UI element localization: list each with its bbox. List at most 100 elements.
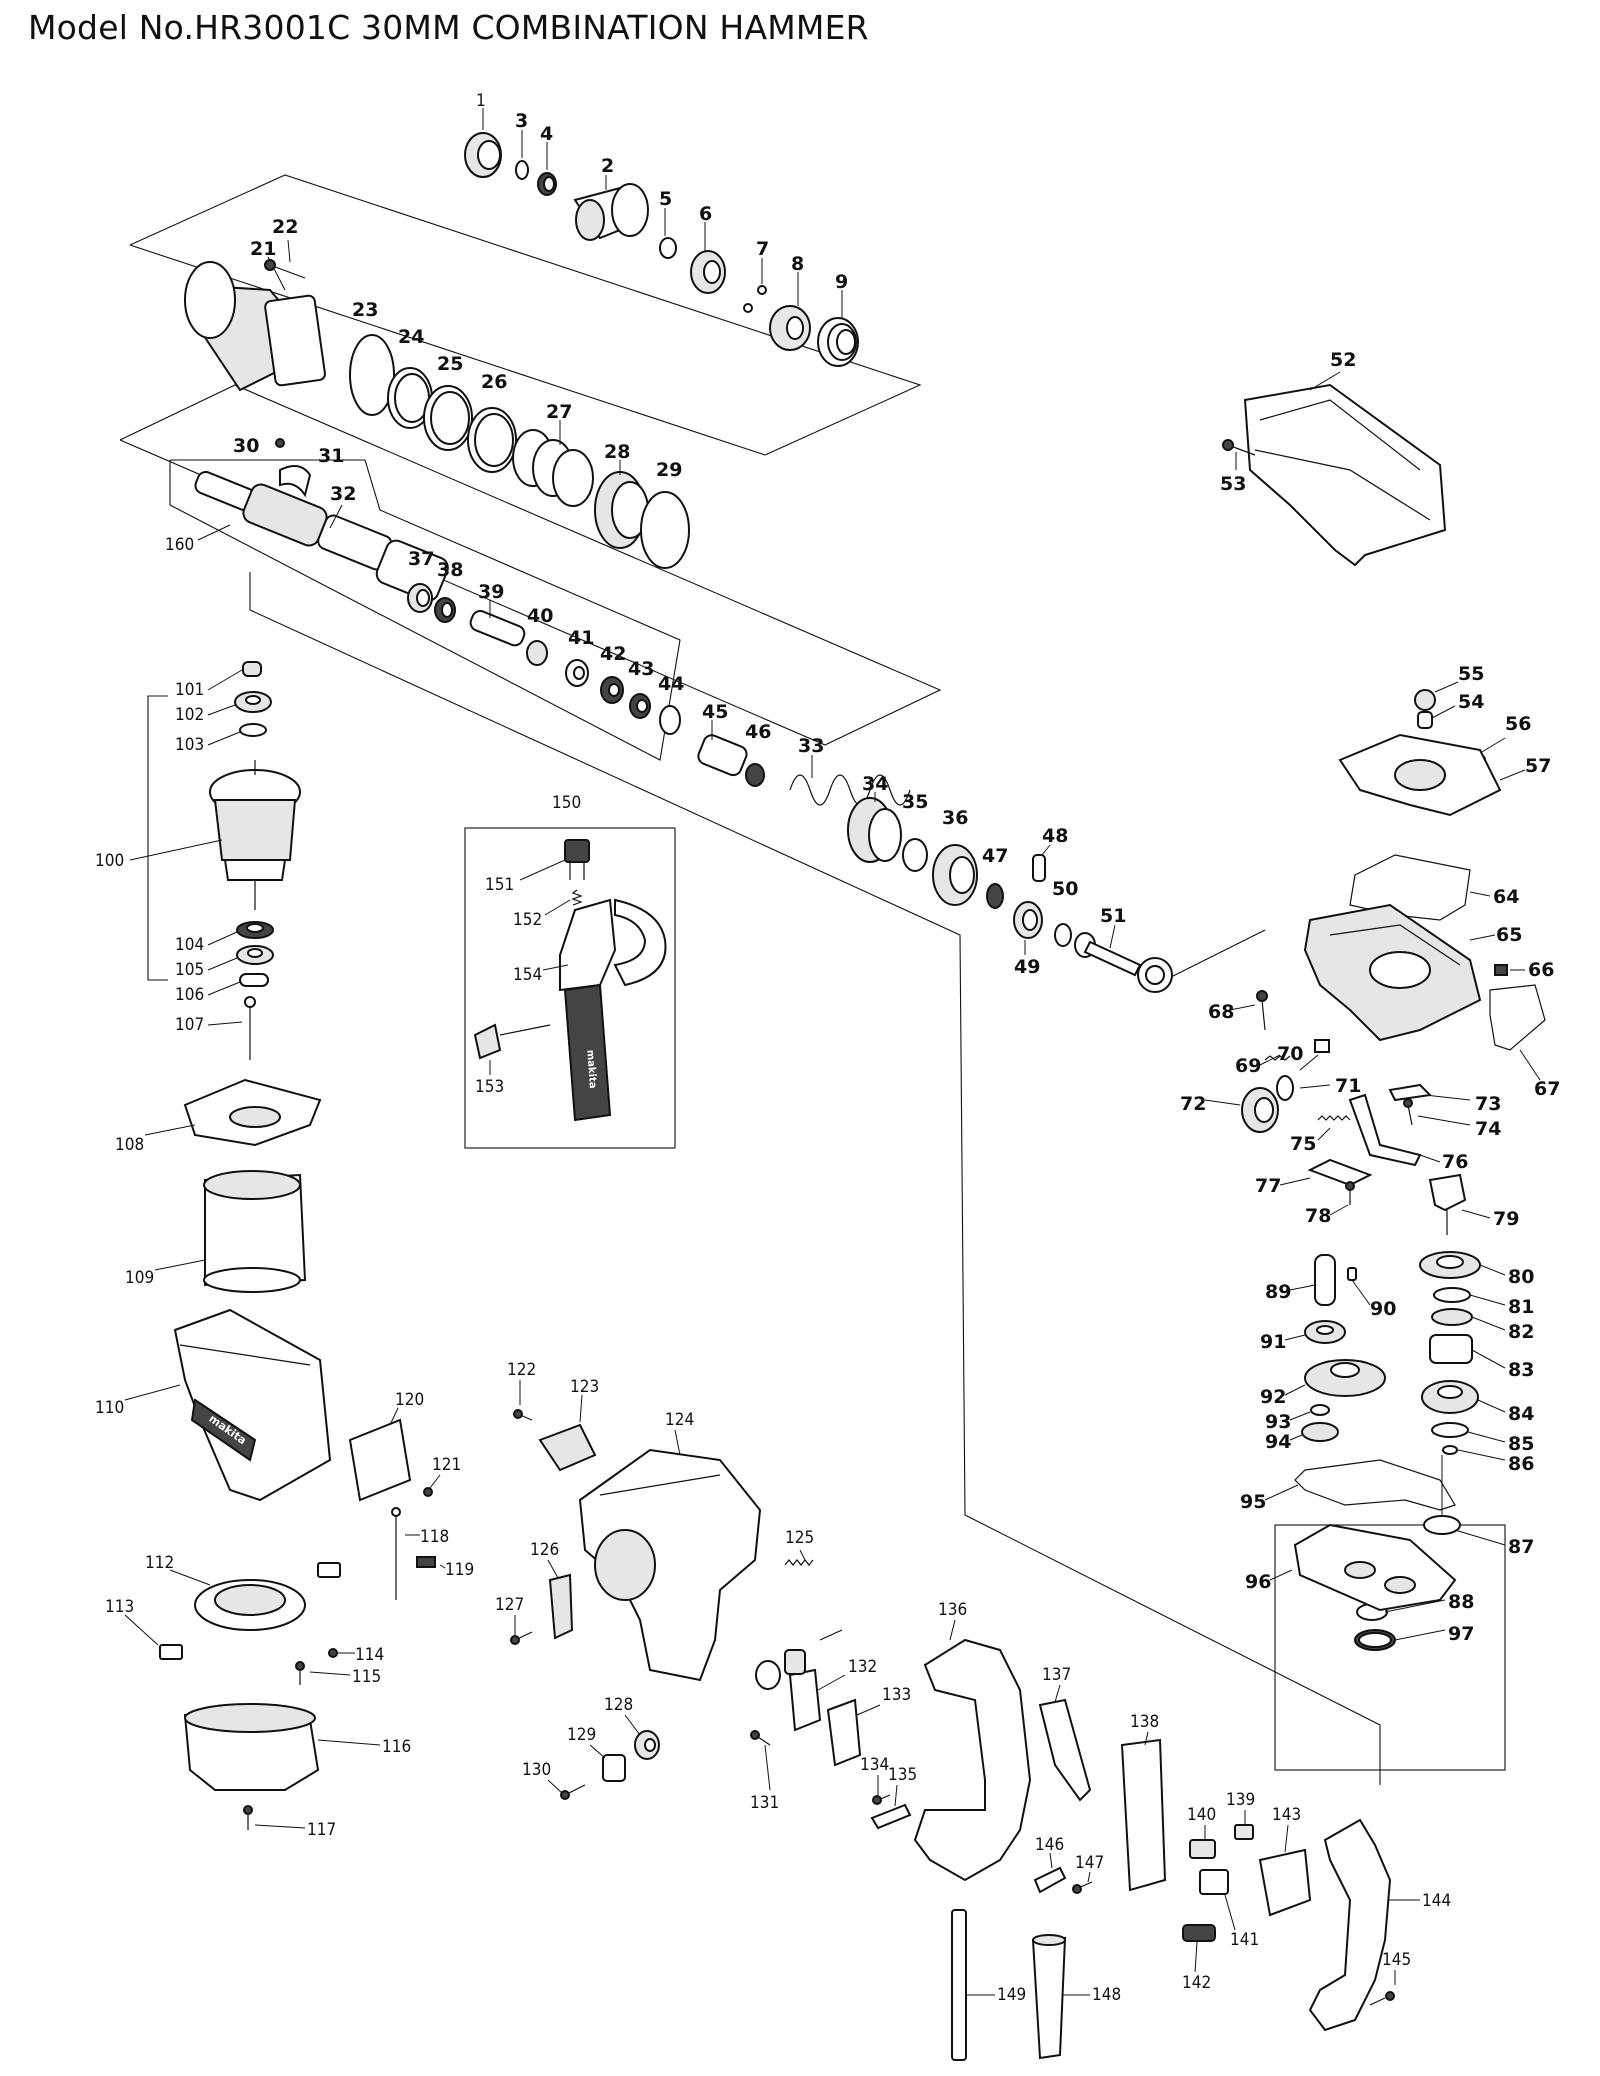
label-21: 21 <box>250 238 276 260</box>
label-130: 130 <box>522 1760 551 1780</box>
part-75-spring <box>1317 1115 1351 1141</box>
label-88: 88 <box>1448 1591 1474 1613</box>
part-119-connector <box>416 1556 446 1569</box>
label-54: 54 <box>1458 691 1484 713</box>
part-57-crank-cover <box>1338 733 1526 817</box>
part-79-gear-shaft <box>1428 1173 1491 1235</box>
label-38: 38 <box>437 559 463 581</box>
label-105: 105 <box>175 960 204 980</box>
part-129-gear <box>589 1744 626 1782</box>
label-56: 56 <box>1505 713 1531 735</box>
label-119: 119 <box>445 1560 474 1580</box>
label-30: 30 <box>233 435 259 457</box>
part-81-ring <box>1433 1287 1506 1306</box>
part-39-striker <box>469 600 526 647</box>
part-2-cap <box>573 175 649 241</box>
label-53: 53 <box>1220 473 1246 495</box>
part-124-main-housing <box>578 1429 762 1682</box>
part-130-screw <box>547 1779 586 1800</box>
label-46: 46 <box>745 721 771 743</box>
part-142-noise-suppressor <box>1182 1924 1216 1973</box>
label-132: 132 <box>848 1657 877 1677</box>
part-100-armature <box>129 760 301 910</box>
part-24-ring <box>387 367 433 429</box>
label-102: 102 <box>175 705 204 725</box>
label-78: 78 <box>1305 1205 1331 1227</box>
label-2: 2 <box>601 155 614 177</box>
part-83-clutch <box>1429 1334 1506 1369</box>
label-66: 66 <box>1528 959 1554 981</box>
label-47: 47 <box>982 845 1008 867</box>
part-136-handle <box>913 1619 1032 1882</box>
label-113: 113 <box>105 1597 134 1617</box>
part-102-bearing <box>234 691 272 713</box>
part-131-screw <box>750 1730 771 1791</box>
part-9-spring <box>817 290 859 367</box>
part-153-bolt <box>473 1023 551 1075</box>
part-94-bearing <box>1289 1422 1339 1442</box>
part-86-ring <box>1442 1445 1506 1461</box>
part-96-cover <box>1269 1523 1457 1612</box>
part-146-plate <box>1033 1852 1067 1894</box>
label-55: 55 <box>1458 663 1484 685</box>
part-90-key <box>1347 1267 1371 1306</box>
part-1-oil-seal <box>464 108 502 178</box>
part-117-screw <box>243 1805 306 1830</box>
part-85-washer <box>1431 1422 1506 1443</box>
label-65: 65 <box>1496 924 1522 946</box>
part-28-clutch-ring <box>594 460 649 549</box>
part-42-bearing <box>600 676 624 704</box>
part-105-bearing <box>236 945 274 965</box>
label-3: 3 <box>515 110 528 132</box>
label-116: 116 <box>382 1737 411 1757</box>
label-49: 49 <box>1014 956 1040 978</box>
part-25-ring <box>423 385 473 451</box>
part-41-washer <box>565 659 589 687</box>
part-118-lead-wire <box>391 1507 420 1600</box>
label-40: 40 <box>527 605 553 627</box>
part-53-screw <box>1222 439 1256 470</box>
part-144-handle-cover <box>1308 1818 1420 2032</box>
label-26: 26 <box>481 371 507 393</box>
label-76: 76 <box>1442 1151 1468 1173</box>
part-101-bush <box>242 661 262 677</box>
label-86: 86 <box>1508 1453 1534 1475</box>
label-160: 160 <box>165 535 194 555</box>
label-72: 72 <box>1180 1093 1206 1115</box>
part-76-lever <box>1348 1093 1441 1167</box>
part-74-screw <box>1403 1098 1471 1126</box>
label-44: 44 <box>658 673 684 695</box>
label-133: 133 <box>882 1685 911 1705</box>
label-154: 154 <box>513 965 542 985</box>
part-160-leader <box>197 524 231 541</box>
label-82: 82 <box>1508 1321 1534 1343</box>
part-22-screw <box>264 239 306 279</box>
label-83: 83 <box>1508 1359 1534 1381</box>
label-1: 1 <box>476 91 486 111</box>
part-93-ring <box>1289 1404 1330 1421</box>
label-121: 121 <box>432 1455 461 1475</box>
part-135-plate <box>870 1784 912 1830</box>
part-141-terminal <box>1199 1869 1236 1931</box>
label-101: 101 <box>175 680 204 700</box>
part-71-o-ring <box>1276 1075 1331 1101</box>
part-104-bearing <box>236 921 274 939</box>
frame-spindle-group <box>169 459 681 761</box>
part-115-screw <box>295 1661 351 1685</box>
label-150: 150 <box>552 793 581 813</box>
label-110: 110 <box>95 1398 124 1418</box>
label-112: 112 <box>145 1553 174 1573</box>
part-67-gasket <box>1489 984 1546 1081</box>
part-116-end-cover <box>183 1703 381 1791</box>
label-7: 7 <box>756 238 769 260</box>
label-23: 23 <box>352 299 378 321</box>
label-42: 42 <box>600 643 626 665</box>
label-81: 81 <box>1508 1296 1534 1318</box>
label-147: 147 <box>1075 1853 1104 1873</box>
label-79: 79 <box>1493 1208 1519 1230</box>
label-6: 6 <box>699 203 712 225</box>
part-114-screw <box>328 1648 355 1658</box>
part-45-piston <box>697 720 748 777</box>
part-labels: 1 2 3 4 5 6 7 8 9 21 22 23 24 25 26 27 2… <box>95 91 1560 2005</box>
brand-mark: makita <box>584 1049 598 1088</box>
